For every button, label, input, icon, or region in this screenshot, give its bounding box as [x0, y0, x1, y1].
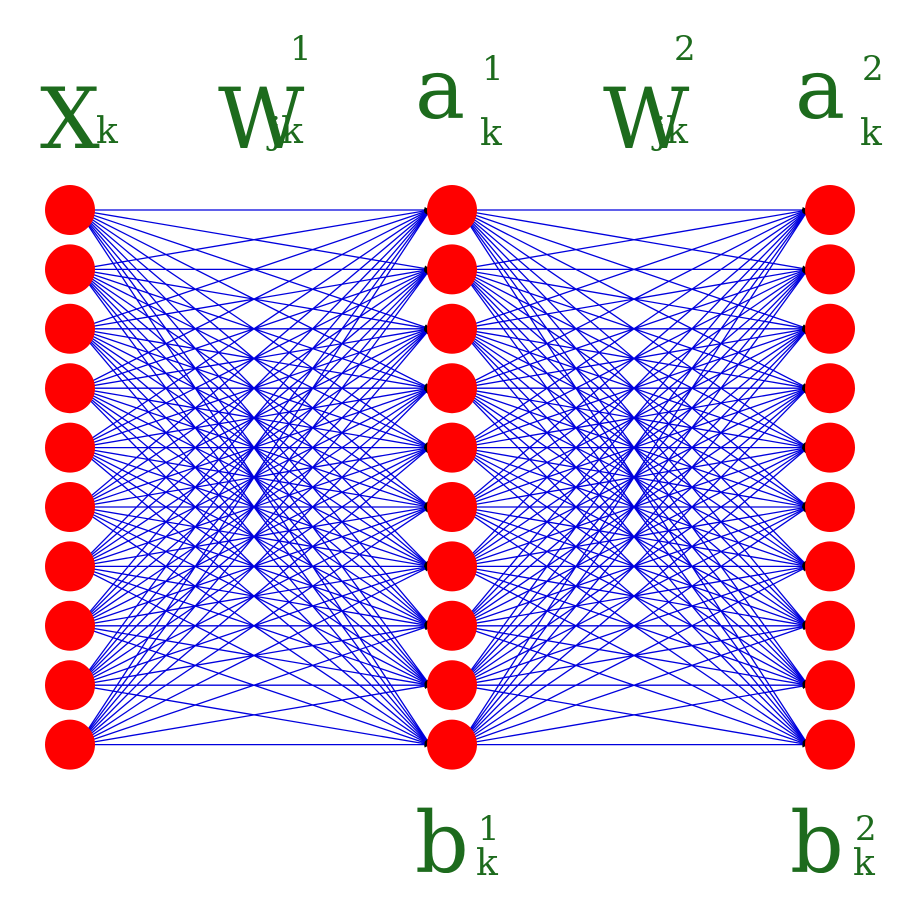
connection-edge: [77, 624, 431, 746]
connection-edge: [77, 209, 431, 627]
neuron-node: [427, 660, 477, 711]
connection-edge: [77, 209, 431, 389]
neuron-node: [427, 363, 477, 414]
connection-edge: [459, 447, 809, 746]
weights2-label: W 2 jk: [603, 29, 696, 168]
neuron-node: [427, 600, 477, 651]
connection-edge: [459, 209, 809, 627]
connection-edge: [77, 209, 431, 745]
weights1-label-base: W: [218, 70, 305, 168]
act1-label-base: a: [415, 40, 465, 138]
act1-label-subscript: k: [480, 113, 503, 154]
neuron-node: [805, 719, 855, 770]
act1-label: a 1 k: [415, 40, 504, 154]
connection-edge: [77, 565, 431, 746]
neuron-node: [45, 482, 95, 532]
connection-edge: [77, 209, 431, 686]
input-label: X k: [40, 70, 119, 168]
connection-edge: [77, 209, 431, 508]
neuron-node: [45, 719, 95, 770]
input-label-subscript: k: [96, 111, 119, 152]
neuron-node: [805, 422, 855, 473]
act1-label-superscript: 1: [482, 49, 504, 89]
connection-edge: [459, 506, 809, 746]
connection-edge: [459, 209, 809, 686]
neuron-node: [45, 363, 95, 414]
connection-edge: [459, 209, 809, 745]
connection-edge: [77, 209, 431, 567]
neuron-node: [427, 719, 477, 770]
neuron-node: [805, 244, 855, 295]
connection-edge: [459, 387, 809, 746]
neuron-node: [805, 363, 855, 414]
weights2-label-base: W: [603, 70, 690, 168]
neuron-node: [427, 422, 477, 473]
connection-edge: [77, 207, 431, 271]
connection-edge: [459, 683, 809, 746]
connection-edge: [459, 209, 809, 449]
act2-label-subscript: k: [860, 113, 883, 154]
neuron-node: [805, 660, 855, 711]
bias1-label: b 1 k: [415, 794, 500, 892]
neuron-node: [427, 244, 477, 295]
neuron-node: [427, 185, 477, 235]
neuron-node: [45, 600, 95, 651]
neuron-node: [427, 541, 477, 592]
connection-edge: [77, 328, 431, 746]
connection-edge: [459, 209, 809, 389]
connection-edge: [77, 387, 431, 746]
connections: [77, 207, 809, 748]
connection-edge: [459, 624, 809, 746]
neuron-node: [45, 660, 95, 711]
weights1-label-superscript: 1: [290, 29, 312, 69]
connection-edge: [77, 506, 431, 746]
connection-edge: [459, 268, 809, 745]
connection-edge: [459, 328, 809, 746]
neuron-node: [45, 244, 95, 295]
connection-edge: [459, 209, 809, 508]
connection-edge: [77, 208, 431, 330]
connection-edge: [459, 207, 809, 271]
neuron-node: [427, 303, 477, 354]
weights2-label-subscript: jk: [651, 111, 689, 152]
act2-label: a 2 k: [795, 40, 884, 154]
neuron-node: [805, 541, 855, 592]
connection-edge: [77, 447, 431, 746]
connection-edge: [77, 268, 431, 745]
connection-edge: [459, 208, 809, 330]
neuron-node: [45, 541, 95, 592]
bias2-label-subscript: k: [853, 843, 876, 884]
act2-label-base: a: [795, 40, 845, 138]
bias2-label-base: b: [790, 794, 844, 892]
bias1-label-subscript: k: [476, 843, 499, 884]
bias2-label: b 2 k: [790, 794, 877, 892]
weights2-label-superscript: 2: [674, 29, 696, 69]
connection-edge: [77, 683, 431, 746]
neuron-node: [805, 600, 855, 651]
connection-edge: [459, 209, 809, 567]
bias1-label-base: b: [415, 794, 469, 892]
connection-edge: [77, 209, 431, 449]
input-label-base: X: [40, 70, 100, 168]
neuron-node: [45, 303, 95, 354]
neuron-node: [805, 185, 855, 235]
weights1-label: W 1 jk: [218, 29, 312, 168]
connection-edge: [459, 565, 809, 746]
bias2-label-superscript: 2: [855, 809, 877, 849]
neuron-node: [45, 422, 95, 473]
bias1-label-superscript: 1: [478, 809, 500, 849]
neuron-node: [805, 303, 855, 354]
act2-label-superscript: 2: [862, 49, 884, 89]
neurons: [45, 185, 855, 770]
neuron-node: [805, 482, 855, 532]
neuron-node: [45, 185, 95, 235]
neuron-node: [427, 482, 477, 532]
weights1-label-subscript: jk: [266, 111, 304, 152]
